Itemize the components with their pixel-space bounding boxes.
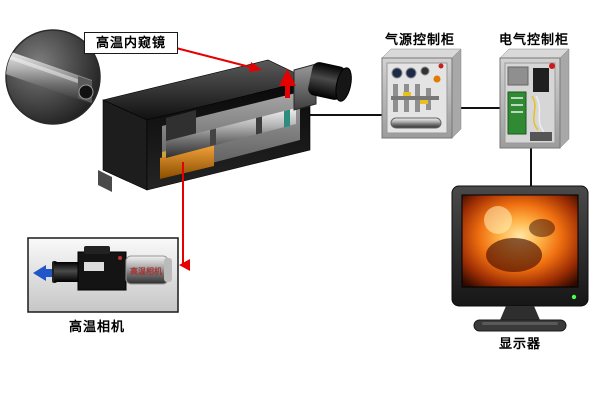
air-cabinet-top — [381, 48, 462, 59]
furnace-bright-spot — [484, 206, 512, 234]
terminal-strip — [530, 132, 552, 141]
monitor-label: 显示器 — [498, 336, 541, 351]
monitor — [451, 185, 589, 332]
tube-coupling-1 — [210, 128, 216, 147]
blue-direction-arrow — [33, 265, 58, 281]
monitor-base — [473, 319, 567, 332]
monitor-neck — [500, 306, 540, 320]
electric-cabinet-side — [559, 48, 570, 149]
ccd-camera-endcap — [335, 67, 352, 102]
lens-window — [78, 84, 94, 100]
orange-valve-knob — [433, 75, 441, 83]
emergency-stop-button — [549, 63, 555, 69]
furnace-dark-blob-2 — [529, 219, 555, 237]
red-annotations — [175, 47, 296, 271]
wire-yellow — [531, 95, 539, 131]
power-supply-unit — [507, 66, 529, 86]
monitor-base-highlight — [482, 322, 558, 325]
electric-cabinet-top — [499, 48, 570, 59]
electric-cabinet — [499, 48, 570, 149]
endoscope-tip-drawing — [6, 48, 94, 104]
yellow-fitting-1 — [403, 92, 411, 96]
camera-photo: 高温相机 — [27, 237, 179, 313]
camera-top-rail — [84, 246, 110, 254]
furnace-dark-blob — [486, 238, 542, 272]
pcb-trace-1 — [511, 97, 523, 99]
pcb-trace-3 — [511, 111, 523, 113]
yellow-fitting-2 — [420, 100, 428, 104]
mounting-flange — [293, 63, 317, 111]
air-cabinet — [381, 48, 462, 139]
up-arrow-stem — [285, 85, 290, 98]
tube-teal-ring — [284, 109, 290, 128]
housing-assembly — [98, 59, 352, 192]
pressure-gauge-1 — [391, 67, 403, 79]
filter-regulator-cylinder — [390, 117, 442, 129]
power-led — [571, 294, 577, 300]
camera-brand-plate — [84, 262, 104, 271]
air-manifold — [391, 96, 439, 100]
arrowhead-to-camera-photo — [179, 259, 190, 271]
traverse-mechanism — [160, 145, 214, 179]
air-cabinet-side — [451, 48, 462, 139]
pcb-trace-2 — [511, 104, 523, 106]
relay-block — [533, 68, 549, 92]
endoscope-label: 高温内窥镜 — [84, 32, 178, 54]
tube-coupling-2 — [256, 116, 262, 135]
camera-caption-label: 高温相机 — [68, 319, 125, 334]
cooling-jacket-endcap — [164, 258, 172, 282]
pressure-gauge-3 — [420, 66, 430, 76]
endoscope-tip-photo — [5, 29, 101, 125]
camera-status-dot — [118, 256, 122, 260]
air-cabinet-label: 气源控制柜 — [384, 32, 455, 47]
wire-white — [535, 95, 545, 133]
pressure-gauge-2 — [405, 67, 417, 79]
tube-highlight — [6, 52, 92, 88]
camera-body-text: 高温相机 — [130, 266, 162, 276]
line-label-to-housing — [175, 47, 251, 68]
arrowhead-label-to-housing — [249, 62, 262, 72]
housing-foot — [98, 170, 112, 192]
endoscope-tube — [6, 48, 92, 104]
signal-lines — [305, 107, 532, 192]
electric-cabinet-label: 电气控制柜 — [498, 32, 569, 47]
up-arrow-head — [279, 69, 296, 86]
camera-lens-barrel — [54, 262, 78, 282]
red-valve-knob — [438, 63, 444, 69]
inner-cooling-tube — [166, 108, 296, 158]
ccd-camera-cylinder — [308, 62, 352, 102]
